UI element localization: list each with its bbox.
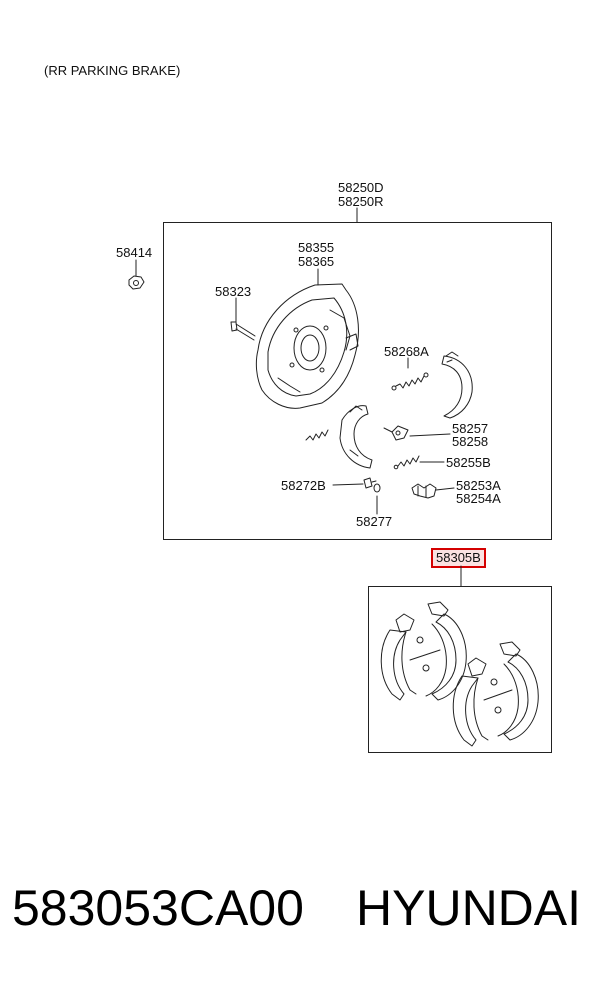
part-label-58365[interactable]: 58365 bbox=[298, 254, 335, 269]
part-label-58257[interactable]: 58257 bbox=[452, 421, 489, 436]
part-label-58258[interactable]: 58258 bbox=[452, 434, 489, 449]
bolt-58323 bbox=[230, 321, 256, 341]
part-label-58254a[interactable]: 58254A bbox=[456, 491, 501, 506]
cup-58277 bbox=[373, 483, 381, 493]
brake-shoe-kit-pair-1 bbox=[380, 601, 467, 701]
part-label-58277[interactable]: 58277 bbox=[356, 514, 393, 529]
part-label-58323[interactable]: 58323 bbox=[215, 284, 252, 299]
shoe-left-assembly bbox=[339, 405, 373, 469]
brake-shoe-kit-box bbox=[368, 586, 552, 753]
part-label-58255b[interactable]: 58255B bbox=[446, 455, 491, 470]
spring-small-left bbox=[305, 429, 329, 441]
brake-shoe-kit-pair-2 bbox=[452, 641, 539, 747]
part-label-58414[interactable]: 58414 bbox=[116, 245, 153, 260]
shoe-right-assembly bbox=[441, 351, 473, 419]
part-label-58268a[interactable]: 58268A bbox=[384, 344, 429, 359]
lever-58257 bbox=[383, 425, 409, 441]
adjuster-58253a bbox=[411, 483, 437, 499]
assembly-label-58250r: 58250R bbox=[338, 194, 384, 209]
backing-plate bbox=[255, 283, 359, 409]
part-label-58253a[interactable]: 58253A bbox=[456, 478, 501, 493]
spring-58268a bbox=[391, 372, 429, 391]
assembly-box bbox=[163, 222, 552, 540]
leader-line-58257 bbox=[409, 433, 451, 437]
pin-58272b bbox=[363, 477, 377, 489]
leader-line-58253a bbox=[435, 487, 455, 491]
highlighted-part-label-58305b[interactable]: 58305B bbox=[431, 548, 486, 568]
leader-line-58272b bbox=[332, 483, 364, 486]
part-label-58272b[interactable]: 58272B bbox=[281, 478, 326, 493]
part-label-58355[interactable]: 58355 bbox=[298, 240, 335, 255]
assembly-label-58250d: 58250D bbox=[338, 180, 384, 195]
footer-part-number: 583053CA00 bbox=[12, 880, 304, 936]
footer-brand: HYUNDAI bbox=[356, 880, 582, 936]
spring-58255b bbox=[393, 455, 420, 470]
nut-58414 bbox=[128, 275, 145, 290]
diagram-caption: (RR PARKING BRAKE) bbox=[44, 63, 181, 78]
